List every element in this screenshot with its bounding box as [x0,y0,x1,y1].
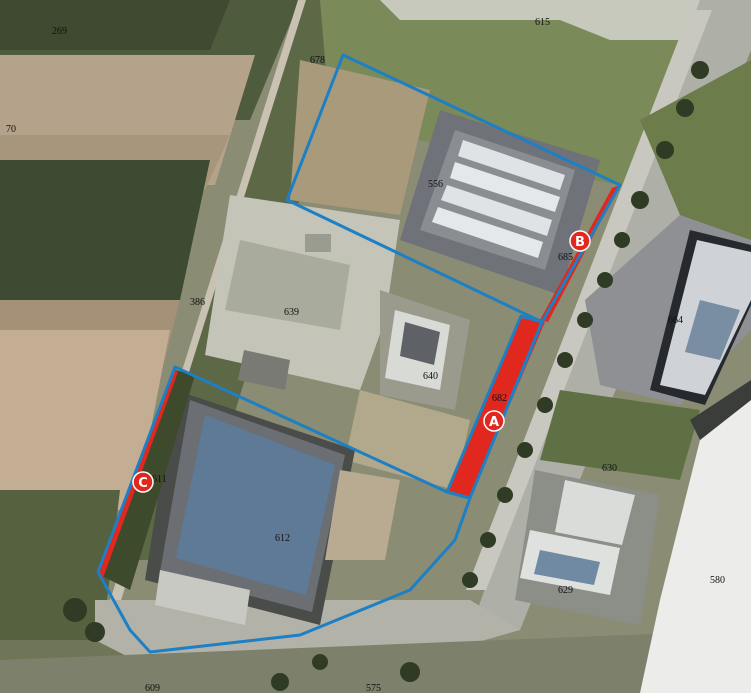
marker-a[interactable]: A [483,410,505,432]
open-lot [345,390,470,490]
parcel-label: 640 [423,371,438,382]
highlight-area-a [447,318,545,498]
parcel-label: 612 [275,533,290,544]
substation-hut [305,234,331,252]
parcel-label: 556 [428,179,443,190]
marker-c[interactable]: C [132,471,154,493]
marker-c-badge [132,471,154,493]
boundary-south[interactable] [96,365,472,654]
parcel-label: 678 [310,55,325,66]
parcel-label: 615 [535,17,550,28]
grass-east [640,60,751,240]
marker-b-letter: B [575,235,585,250]
parcel-label: 639 [284,307,299,318]
lot-612 [325,470,400,560]
substation-equipment [225,240,350,330]
parcel-label: 685 [558,252,573,263]
pavement-north [380,0,700,40]
building-580-edge [690,380,751,440]
parcel-label: 664 [668,315,683,326]
roadside-trees [63,61,709,691]
parcel-label: 575 [366,683,381,693]
parcel-label: 269 [52,26,67,37]
parcel-label: 70 [6,124,16,135]
marker-a-badge [483,410,505,432]
roof-units-640 [400,322,440,365]
solar-panels-664 [685,300,740,360]
parcel-label: 629 [558,585,573,596]
parcel-label: 611 [152,474,167,485]
parcel-label: 682 [492,393,507,404]
parking-lot-556 [400,110,600,295]
parcel-label: 386 [190,297,205,308]
building-629-north [555,480,635,545]
parcel-label: 630 [602,463,617,474]
parcel-label: 609 [145,683,160,693]
marker-c-letter: C [138,476,148,491]
marker-b-badge [569,230,591,252]
marker-a-letter: A [489,415,499,430]
substation-building [238,350,290,390]
annex-612 [155,570,250,625]
solar-panels-629 [534,550,600,585]
parcel-label: 580 [710,575,725,586]
site-boundaries [96,53,622,654]
bottom-verge [0,630,751,693]
parcel-labels: 269 70 615 678 556 685 664 386 639 640 6… [6,17,725,693]
solar-panels-612 [176,415,335,595]
lawn-630 [540,390,700,480]
building-580 [640,400,751,693]
marker-b[interactable]: B [569,230,591,252]
